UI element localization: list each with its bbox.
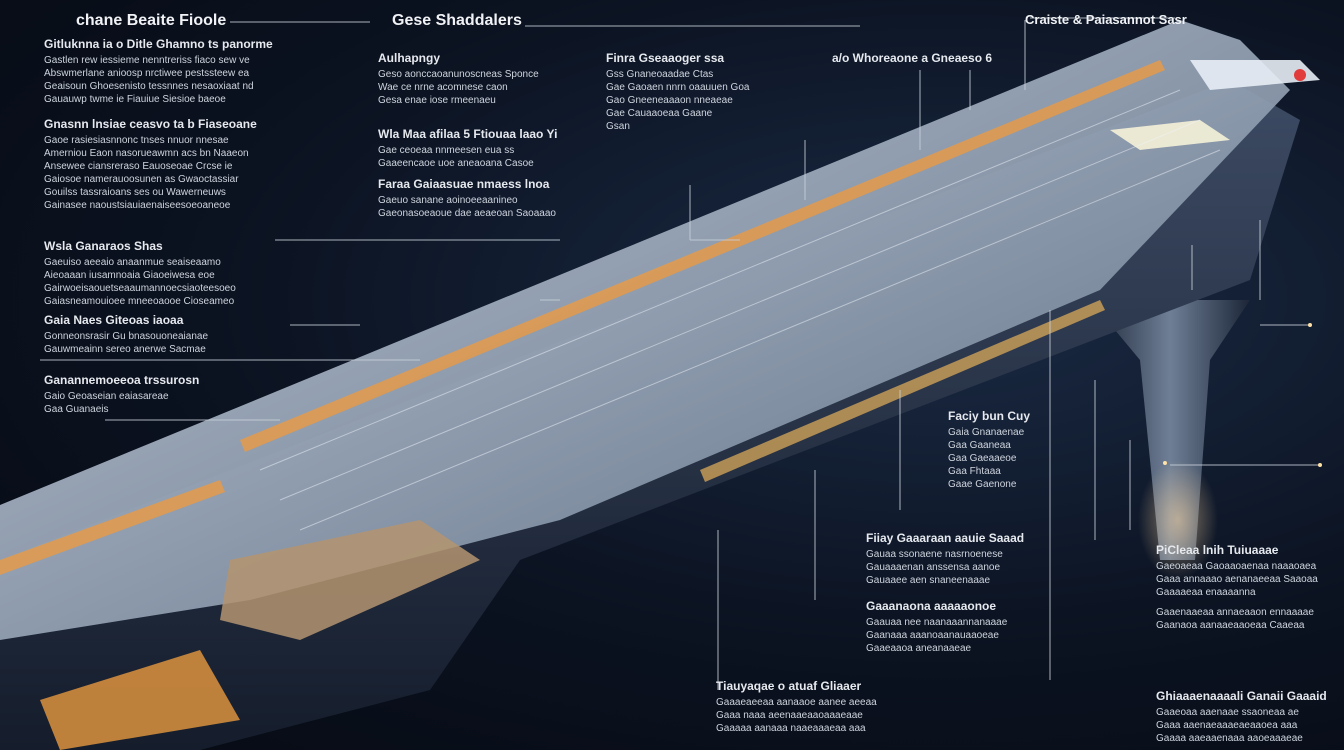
callout-line: Gaanaoa aanaaeaaoeaa Caaeaa bbox=[1156, 620, 1305, 631]
callout-line: Gaaeaaoa aneanaaeae bbox=[866, 643, 972, 654]
callout-line: Amerniou Eaon nasorueawmn acs bn Naaeon bbox=[44, 148, 249, 159]
callout-line: Gauauwp twme ie Fiauiue Siesioe baeoe bbox=[44, 94, 226, 105]
callout-line: Gaauaa nee naanaaannanaaae bbox=[866, 617, 1008, 628]
callout-line: Gaanaaa aaanoaanauaaoeae bbox=[866, 630, 999, 641]
callout-line: Gaaenaaeaa annaeaaon ennaaaae bbox=[1156, 607, 1314, 618]
callout-line: Gaa Gaaneaa bbox=[948, 440, 1011, 451]
callout-line: Wae ce nrne acomnese caon bbox=[378, 82, 508, 93]
callout-block-6: Aulhapngy Geso aonccaoanunoscneas Sponce… bbox=[378, 52, 539, 107]
callout-line: Gauaaee aen snaneenaaae bbox=[866, 575, 991, 586]
callout-block-9: Finra Gseaaoger ssa Gss Gnaneoaadae Ctas… bbox=[606, 52, 749, 133]
callout-line: Gaa Fhtaaa bbox=[948, 466, 1001, 477]
callout-line: Gaeuo sanane aoinoeeaanineo bbox=[378, 195, 518, 206]
callout-line: Gesa enae iose rmeenaeu bbox=[378, 95, 496, 106]
callout-line: Gonneonsrasir Gu bnasouoneaianae bbox=[44, 331, 209, 342]
title-left: chane Beaite Fioole bbox=[76, 12, 227, 29]
callout-line: Gaio Geoaseian eaiasareae bbox=[44, 391, 169, 402]
callout-line: Gaeuiso aeeaio anaanmue seaiseaamo bbox=[44, 257, 221, 268]
callout-heading: Ganannemoeeoa trssurosn bbox=[44, 373, 200, 387]
callout-line: Gaa Guanaeis bbox=[44, 404, 109, 415]
bridge-pier bbox=[1090, 300, 1250, 560]
callout-block-15: Gaaenaaeaa annaeaaon ennaaaae Gaanaoa aa… bbox=[1156, 606, 1314, 632]
callout-line: Gaaaa aaeaaenaaa aaoeaaaeae bbox=[1156, 733, 1303, 744]
callout-block-14: PiCleaa lnih Tuiuaaae Gaeoaeaa Gaoaaoaen… bbox=[1156, 544, 1318, 599]
callout-block-1: Gitluknna ia o Ditle Ghamno ts panorme G… bbox=[44, 38, 273, 106]
callout-line: Gao Gneeneaaaon nneaeae bbox=[606, 95, 733, 106]
callout-line: Gaaa annaaao aenanaeeaa Saaoaa bbox=[1156, 574, 1318, 585]
callout-heading: Gitluknna ia o Ditle Ghamno ts panorme bbox=[44, 37, 273, 51]
callout-block-3: Wsla Ganaraos Shas Gaeuiso aeeaio anaanm… bbox=[44, 240, 236, 308]
callout-line: Gaaeencaoe uoe aneaoana Casoe bbox=[378, 158, 534, 169]
callout-line: Geaisoun Ghoesenisto tessnnes nesaoxiaat… bbox=[44, 81, 254, 92]
callout-line: Gauwmeainn sereo anerwe Sacmae bbox=[44, 344, 206, 355]
callout-line: Gaaaeaeeaa aanaaoe aanee aeeaa bbox=[716, 697, 877, 708]
callout-line: Gairwoeisaouetseaaumannoecsiaoteesoeo bbox=[44, 283, 236, 294]
callout-line: Gauaaaenan anssensa aanoe bbox=[866, 562, 1001, 573]
callout-line: Geso aonccaoanunoscneas Sponce bbox=[378, 69, 539, 80]
callout-line: Gaoe rasiesiasnnonc tnses nnuor nnesae bbox=[44, 135, 229, 146]
callout-line: Gaaaaeaa enaaaanna bbox=[1156, 587, 1256, 598]
callout-block-8: Faraa Gaiaasuae nmaess lnoa Gaeuo sanane… bbox=[378, 178, 556, 220]
title-center: Gese Shaddalers bbox=[392, 12, 522, 29]
callout-line: Ansewee ciansreraso Eauoseoae Crcse ie bbox=[44, 161, 233, 172]
callout-heading: PiCleaa lnih Tuiuaaae bbox=[1156, 543, 1279, 557]
callout-block-16: Tiauyaqae o atuaf Gliaaer Gaaaeaeeaa aan… bbox=[716, 680, 877, 735]
callout-heading: Tiauyaqae o atuaf Gliaaer bbox=[716, 679, 862, 693]
callout-heading: Faraa Gaiaasuae nmaess lnoa bbox=[378, 177, 550, 191]
callout-heading: Gnasnn lnsiae ceasvo ta b Fiaseoane bbox=[44, 117, 257, 131]
callout-line: Gastlen rew iessieme nenntreriss fiaco s… bbox=[44, 55, 250, 66]
callout-line: Gaeoaeaa Gaoaaoaenaa naaaoaea bbox=[1156, 561, 1317, 572]
callout-line: Gaaa naaa aeenaaeaaoaaaeaae bbox=[716, 710, 863, 721]
callout-line: Gsan bbox=[606, 121, 630, 132]
callout-line: Abswmerlane anioosp nrctiwee pestssteew … bbox=[44, 68, 250, 79]
callout-heading: Faciy bun Cuy bbox=[948, 409, 1031, 423]
callout-heading: Finra Gseaaoger ssa bbox=[606, 51, 725, 65]
callout-heading: Wla Maa afilaa 5 Ftiouaa laao Yi bbox=[378, 127, 558, 141]
callout-line: Gae Gaoaen nnrn oaauuen Goa bbox=[606, 82, 750, 93]
callout-block-7: Wla Maa afilaa 5 Ftiouaa laao Yi Gae ceo… bbox=[378, 128, 557, 170]
callout-heading: Wsla Ganaraos Shas bbox=[44, 239, 163, 253]
callout-line: Gss Gnaneoaadae Ctas bbox=[606, 69, 714, 80]
callout-heading: Fiiay Gaaaraan aauie Saaad bbox=[866, 531, 1025, 545]
callout-line: Gauaa ssonaene nasrnoenese bbox=[866, 549, 1003, 560]
callout-line: Gouilss tassraioans ses ou Wawerneuws bbox=[44, 187, 226, 198]
callout-line: Gaiosoe namerauoosunen as Gwaoctassiar bbox=[44, 174, 239, 185]
callout-heading: Gaia Naes Giteoas iaoaa bbox=[44, 313, 184, 327]
callout-block-11: Faciy bun Cuy Gaia Gnanaenae Gaa Gaaneaa… bbox=[948, 410, 1030, 491]
callout-block-13: Gaaanaona aaaaaonoe Gaauaa nee naanaaann… bbox=[866, 600, 1007, 655]
callout-line: Aieoaaan iusamnoaia Giaoeiwesa eoe bbox=[44, 270, 215, 281]
callout-line: Gaaa aaenaeaaaeaeaaoea aaa bbox=[1156, 720, 1298, 731]
callout-line: Gaiasneamouioee mneeoaooe Cioseameo bbox=[44, 296, 235, 307]
title-right: Craiste & Paiasannot Sasr bbox=[1025, 12, 1187, 27]
callout-heading: a/o Whoreaone a Gneaeso 6 bbox=[832, 51, 993, 65]
callout-line: Gaia Gnanaenae bbox=[948, 427, 1025, 438]
callout-line: Gaa Gaeaaeoe bbox=[948, 453, 1017, 464]
callout-line: Gae Cauaaoeaa Gaane bbox=[606, 108, 713, 119]
callout-block-10: a/o Whoreaone a Gneaeso 6 bbox=[832, 52, 992, 68]
callout-line: Gaaeoaa aaenaae ssaoneaa ae bbox=[1156, 707, 1299, 718]
callout-block-4: Gaia Naes Giteoas iaoaa Gonneonsrasir Gu… bbox=[44, 314, 208, 356]
callout-block-2: Gnasnn lnsiae ceasvo ta b Fiaseoane Gaoe… bbox=[44, 118, 257, 212]
callout-block-17: Ghiaaaenaaaali Ganaii Gaaaid Gaaeoaa aae… bbox=[1156, 690, 1327, 745]
callout-line: Gaae Gaenone bbox=[948, 479, 1017, 490]
callout-block-12: Fiiay Gaaaraan aauie Saaad Gauaa ssonaen… bbox=[866, 532, 1024, 587]
callout-line: Gainasee naoustsiauiaenaiseesoeoaneoe bbox=[44, 200, 231, 211]
bridge-deck bbox=[0, 20, 1290, 640]
callout-heading: Aulhapngy bbox=[378, 51, 440, 65]
callout-line: Gae ceoeaa nnmeesen eua ss bbox=[378, 145, 515, 156]
callout-heading: Ghiaaaenaaaali Ganaii Gaaaid bbox=[1156, 689, 1327, 703]
callout-line: Gaaaaa aanaaa naaeaaaeaa aaa bbox=[716, 723, 866, 734]
callout-heading: Gaaanaona aaaaaonoe bbox=[866, 599, 997, 613]
callout-line: Gaeonasoeaoue dae aeaeoan Saoaaao bbox=[378, 208, 556, 219]
callout-block-5: Ganannemoeeoa trssurosn Gaio Geoaseian e… bbox=[44, 374, 199, 416]
